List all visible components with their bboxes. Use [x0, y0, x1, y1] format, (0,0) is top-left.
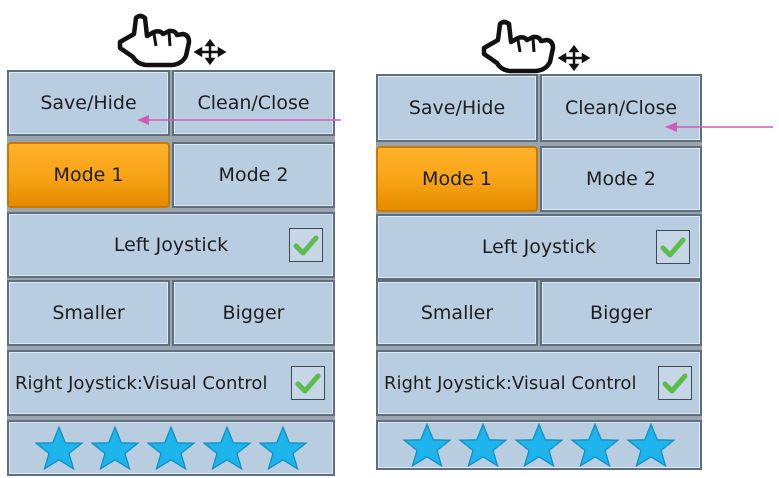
save-hide-button[interactable]: Save/Hide [7, 70, 170, 136]
checkmark-icon [295, 373, 321, 394]
annotation-arrow-right [665, 122, 773, 132]
left-joystick-label: Left Joystick [113, 234, 229, 256]
size-row: Smaller Bigger [376, 280, 702, 346]
right-joystick-toggle[interactable]: Right Joystick:Visual Control [376, 350, 702, 416]
pointing-hand-icon [481, 19, 591, 74]
annotation-arrow-left [137, 115, 341, 125]
left-joystick-row: Left Joystick [7, 212, 335, 278]
stars-row [7, 420, 335, 476]
right-joystick-checkbox[interactable] [658, 366, 692, 400]
mode-1-button[interactable]: Mode 1 [376, 146, 538, 212]
bigger-button[interactable]: Bigger [172, 280, 335, 346]
star-icon[interactable] [146, 425, 196, 471]
mode-1-button[interactable]: Mode 1 [7, 142, 170, 208]
mode-2-button[interactable]: Mode 2 [172, 142, 335, 208]
star-icon[interactable] [90, 425, 140, 471]
checkmark-icon [293, 235, 319, 256]
checkmark-icon [662, 373, 688, 394]
left-joystick-toggle[interactable]: Left Joystick [7, 212, 335, 278]
star-icon[interactable] [34, 425, 84, 471]
smaller-button[interactable]: Smaller [7, 280, 170, 346]
star-rating[interactable] [7, 420, 335, 476]
star-icon[interactable] [570, 422, 620, 468]
left-joystick-checkbox[interactable] [656, 230, 690, 264]
right-joystick-label: Right Joystick:Visual Control [15, 372, 268, 394]
pointing-hand-icon [117, 13, 227, 68]
save-clean-row: Save/Hide Clean/Close [376, 74, 702, 142]
left-joystick-toggle[interactable]: Left Joystick [376, 214, 702, 280]
star-icon[interactable] [258, 425, 308, 471]
mode-row: Mode 1 Mode 2 [376, 146, 702, 212]
control-panel-right: Save/Hide Clean/Close Mode 1 Mode 2 Left… [376, 74, 702, 470]
stars-row [376, 420, 702, 470]
left-joystick-row: Left Joystick [376, 214, 702, 280]
star-icon[interactable] [202, 425, 252, 471]
left-joystick-checkbox[interactable] [289, 228, 323, 262]
checkmark-icon [660, 237, 686, 258]
save-clean-row: Save/Hide Clean/Close [7, 70, 335, 136]
bigger-button[interactable]: Bigger [540, 280, 702, 346]
star-rating[interactable] [376, 420, 702, 470]
star-icon[interactable] [458, 422, 508, 468]
right-joystick-row: Right Joystick:Visual Control [376, 350, 702, 416]
star-icon[interactable] [514, 422, 564, 468]
right-joystick-row: Right Joystick:Visual Control [7, 350, 335, 416]
save-hide-button[interactable]: Save/Hide [376, 74, 538, 142]
size-row: Smaller Bigger [7, 280, 335, 346]
move-arrows-icon [193, 38, 227, 66]
star-icon[interactable] [402, 422, 452, 468]
mode-2-button[interactable]: Mode 2 [540, 146, 702, 212]
clean-close-button[interactable]: Clean/Close [172, 70, 335, 136]
right-joystick-label: Right Joystick:Visual Control [384, 372, 637, 394]
smaller-button[interactable]: Smaller [376, 280, 538, 346]
move-arrows-icon [557, 44, 591, 72]
right-joystick-checkbox[interactable] [291, 366, 325, 400]
left-joystick-label: Left Joystick [481, 236, 597, 258]
star-icon[interactable] [626, 422, 676, 468]
control-panel-left: Save/Hide Clean/Close Mode 1 Mode 2 Left… [7, 70, 335, 476]
right-joystick-toggle[interactable]: Right Joystick:Visual Control [7, 350, 335, 416]
mode-row: Mode 1 Mode 2 [7, 142, 335, 208]
